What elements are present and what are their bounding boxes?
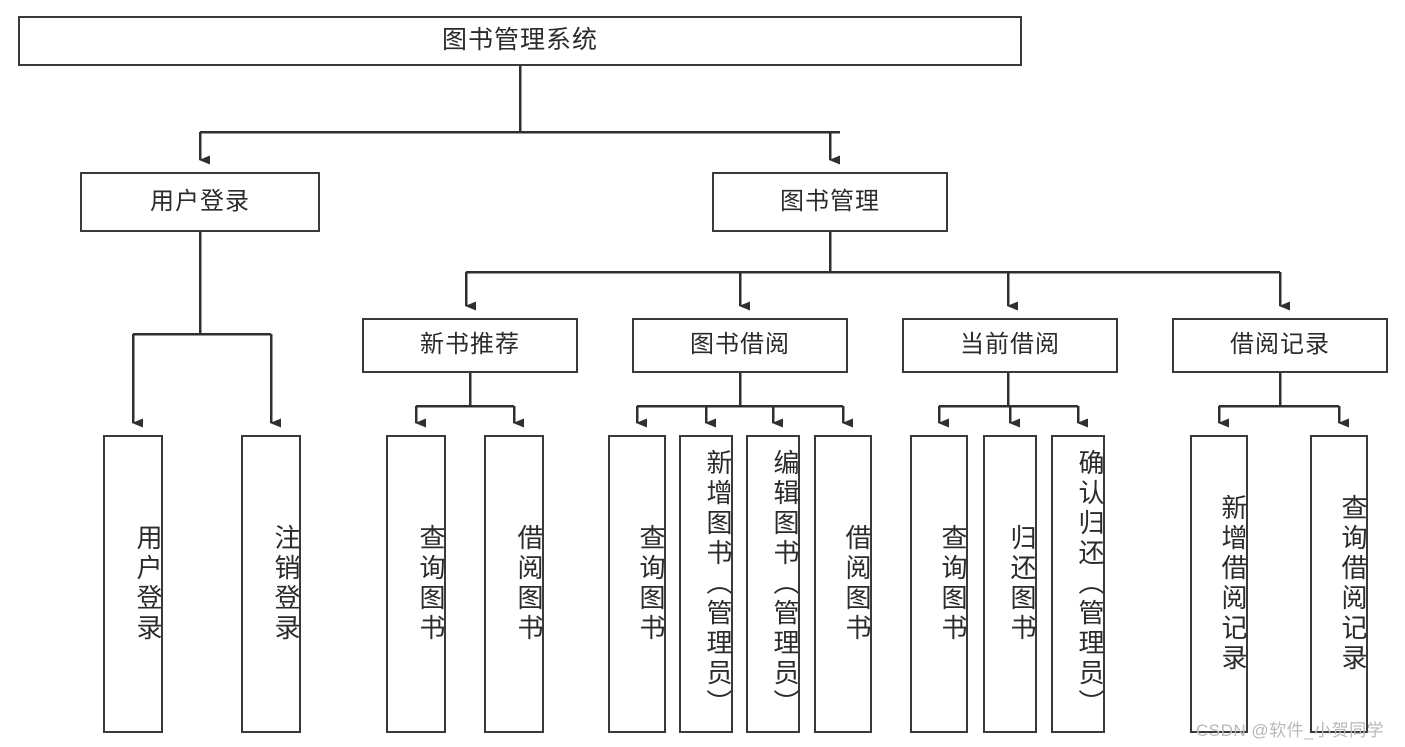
node-leaf-query-book-current[interactable]: 查询图书: [910, 435, 968, 733]
node-label: 图书管理: [780, 187, 880, 215]
node-root-system[interactable]: 图书管理系统: [18, 16, 1022, 66]
node-leaf-borrow-book[interactable]: 借阅图书: [814, 435, 872, 733]
node-borrow-record[interactable]: 借阅记录: [1172, 318, 1388, 373]
node-leaf-add-borrow-record[interactable]: 新增借阅记录: [1190, 435, 1248, 733]
node-leaf-user-login[interactable]: 用户登录: [103, 435, 163, 733]
node-label: 当前借阅: [960, 331, 1060, 359]
node-label: 借阅图书: [842, 524, 872, 644]
node-label: 编辑图书（管理员）: [770, 449, 800, 719]
node-current-borrow[interactable]: 当前借阅: [902, 318, 1118, 373]
node-label: 查询图书: [938, 524, 968, 644]
node-label: 借阅记录: [1230, 331, 1330, 359]
node-label: 查询图书: [416, 524, 446, 644]
node-user-login[interactable]: 用户登录: [80, 172, 320, 232]
node-leaf-query-borrow-record[interactable]: 查询借阅记录: [1310, 435, 1368, 733]
node-label: 查询借阅记录: [1338, 494, 1368, 674]
node-leaf-query-book-borrow[interactable]: 查询图书: [608, 435, 666, 733]
node-label: 新书推荐: [420, 331, 520, 359]
node-book-manage[interactable]: 图书管理: [712, 172, 948, 232]
node-leaf-edit-book-admin[interactable]: 编辑图书（管理员）: [746, 435, 800, 733]
node-leaf-return-book[interactable]: 归还图书: [983, 435, 1037, 733]
node-leaf-confirm-return-admin[interactable]: 确认归还（管理员）: [1051, 435, 1105, 733]
node-label: 新增图书（管理员）: [703, 449, 733, 719]
node-label: 图书管理系统: [441, 26, 598, 55]
node-label: 归还图书: [1007, 524, 1037, 644]
node-new-book-recommend[interactable]: 新书推荐: [362, 318, 578, 373]
node-leaf-user-logout[interactable]: 注销登录: [241, 435, 301, 733]
node-leaf-query-book-recommend[interactable]: 查询图书: [386, 435, 446, 733]
node-label: 确认归还（管理员）: [1075, 449, 1105, 719]
node-label: 注销登录: [271, 524, 301, 644]
node-leaf-add-book-admin[interactable]: 新增图书（管理员）: [679, 435, 733, 733]
csdn-watermark: CSDN @软件_小贺同学: [1196, 721, 1385, 740]
node-label: 借阅图书: [514, 524, 544, 644]
node-label: 图书借阅: [690, 331, 790, 359]
node-label: 用户登录: [150, 187, 250, 215]
node-book-borrow[interactable]: 图书借阅: [632, 318, 848, 373]
node-label: 查询图书: [636, 524, 666, 644]
node-label: 新增借阅记录: [1218, 494, 1248, 674]
node-label: 用户登录: [133, 524, 163, 644]
node-leaf-borrow-book-recommend[interactable]: 借阅图书: [484, 435, 544, 733]
